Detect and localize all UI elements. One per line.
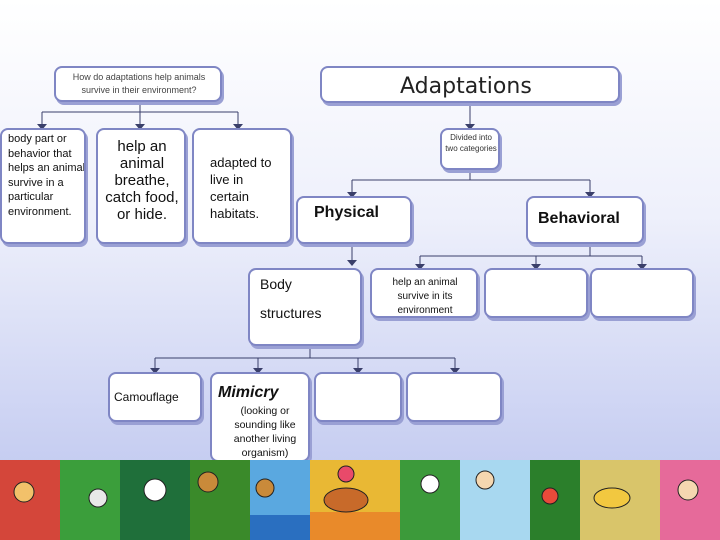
behavioral-box: Behavioral (526, 196, 644, 244)
question-box: How do adaptations help animals survive … (54, 66, 222, 102)
divided-box: Divided into two categories (440, 128, 500, 170)
definition-text: body part or behavior that helps an anim… (8, 133, 86, 218)
divided-text: Divided into two categories (445, 133, 497, 153)
mimicry-definition: (looking or sounding like another living… (233, 405, 297, 459)
page-title: Adaptations (400, 74, 532, 99)
animal-figures (13, 465, 699, 513)
help-animal-text: help an animal breathe, catch food, or h… (105, 138, 179, 223)
physical-box: Physical (296, 196, 412, 244)
physical-label: Physical (314, 204, 379, 221)
empty-box-behavior-1 (484, 268, 588, 318)
habitats-text: adapted to live in certain habitats. (210, 155, 272, 221)
mimicry-box: Mimicry (looking or sounding like anothe… (210, 372, 310, 462)
camouflage-box: Camouflage (108, 372, 202, 422)
habitats-box: adapted to live in certain habitats. (192, 128, 292, 244)
survive-text: help an animal survive in its environmen… (392, 277, 458, 316)
help-animal-box: help an animal breathe, catch food, or h… (96, 128, 186, 244)
body-label: Body (260, 276, 292, 292)
question-text: How do adaptations help animals survive … (72, 72, 206, 95)
camouflage-label: Camouflage (114, 390, 179, 404)
body-structures-box: Body structures (248, 268, 362, 346)
structures-label: structures (260, 305, 322, 321)
mimicry-label: Mimicry (218, 384, 279, 401)
empty-box-physical-1 (314, 372, 402, 422)
definition-box: body part or behavior that helps an anim… (0, 128, 86, 244)
survive-box: help an animal survive in its environmen… (370, 268, 478, 318)
animal-illustration-banner (0, 460, 720, 540)
empty-box-behavior-2 (590, 268, 694, 318)
behavioral-label: Behavioral (538, 210, 620, 227)
empty-box-physical-2 (406, 372, 502, 422)
title-box: Adaptations (320, 66, 620, 103)
